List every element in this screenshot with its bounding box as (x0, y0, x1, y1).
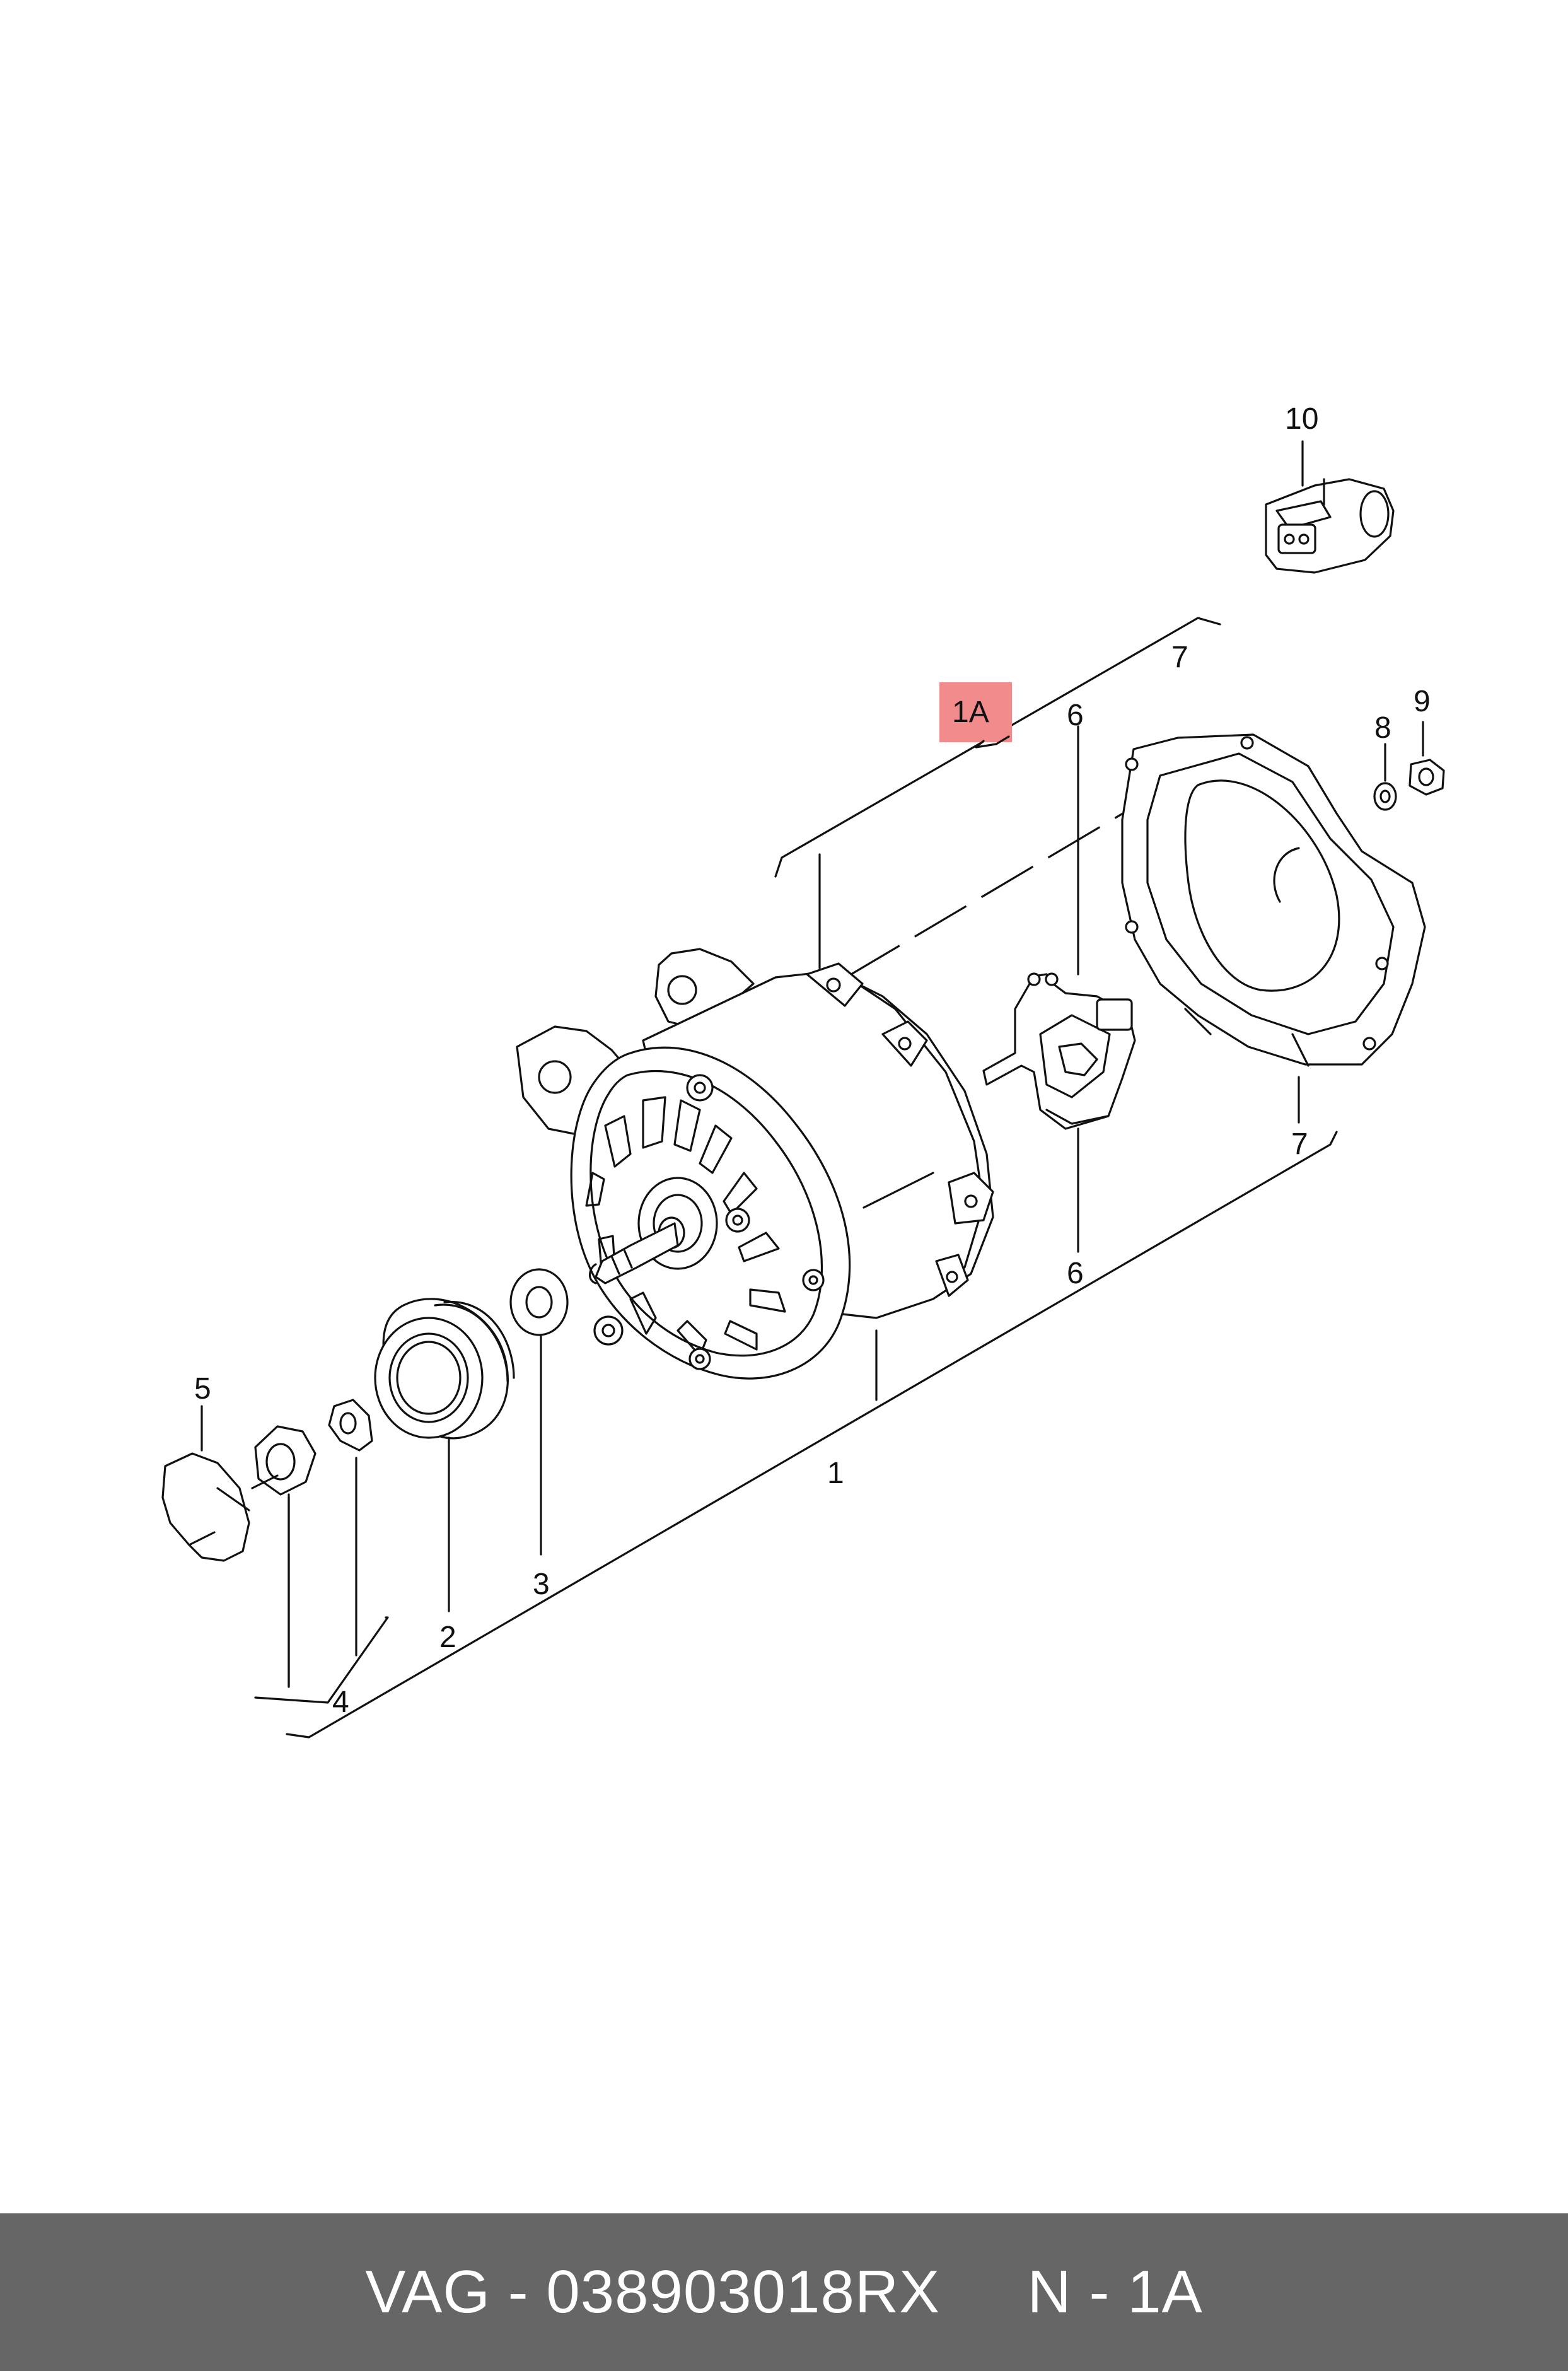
connector-part (1265, 478, 1395, 574)
callout-2: 2 (439, 1621, 456, 1654)
hex-nut-part (1408, 759, 1445, 796)
regulator-part (982, 972, 1136, 1130)
callout-5: 5 (194, 1372, 211, 1406)
callout-1: 1 (827, 1457, 844, 1490)
highlight-box-1A (939, 682, 1012, 742)
cap-part (161, 1452, 250, 1562)
callout-6-top: 6 (1067, 699, 1084, 732)
callout-1A: 1A (952, 696, 989, 729)
part-number-text: VAG - 038903018RX N - 1A (365, 2258, 1203, 2326)
assembly-axis (847, 798, 1147, 977)
callout-8: 8 (1374, 711, 1391, 745)
callout-4: 4 (332, 1686, 349, 1719)
callout-7-bottom: 7 (1291, 1127, 1308, 1161)
washer-part (328, 1399, 373, 1452)
alternator-housing-part (516, 948, 994, 1380)
rear-cover-part (1121, 733, 1426, 1067)
small-nut-part (1373, 782, 1397, 811)
part-number-footer: VAG - 038903018RX N - 1A (0, 2213, 1568, 2371)
pulley-part (374, 1298, 515, 1440)
callout-9: 9 (1414, 685, 1431, 718)
callout-6-bottom: 6 (1067, 1257, 1084, 1290)
callout-10: 10 (1285, 402, 1318, 436)
callout-7-top: 7 (1171, 641, 1188, 674)
exploded-parts-diagram: 1A 10 7 6 8 9 7 6 5 3 2 1 4 (161, 402, 1445, 1739)
pulley-nut-part (254, 1425, 317, 1496)
callout-3: 3 (533, 1568, 550, 1601)
spacer-ring-part (509, 1268, 569, 1336)
